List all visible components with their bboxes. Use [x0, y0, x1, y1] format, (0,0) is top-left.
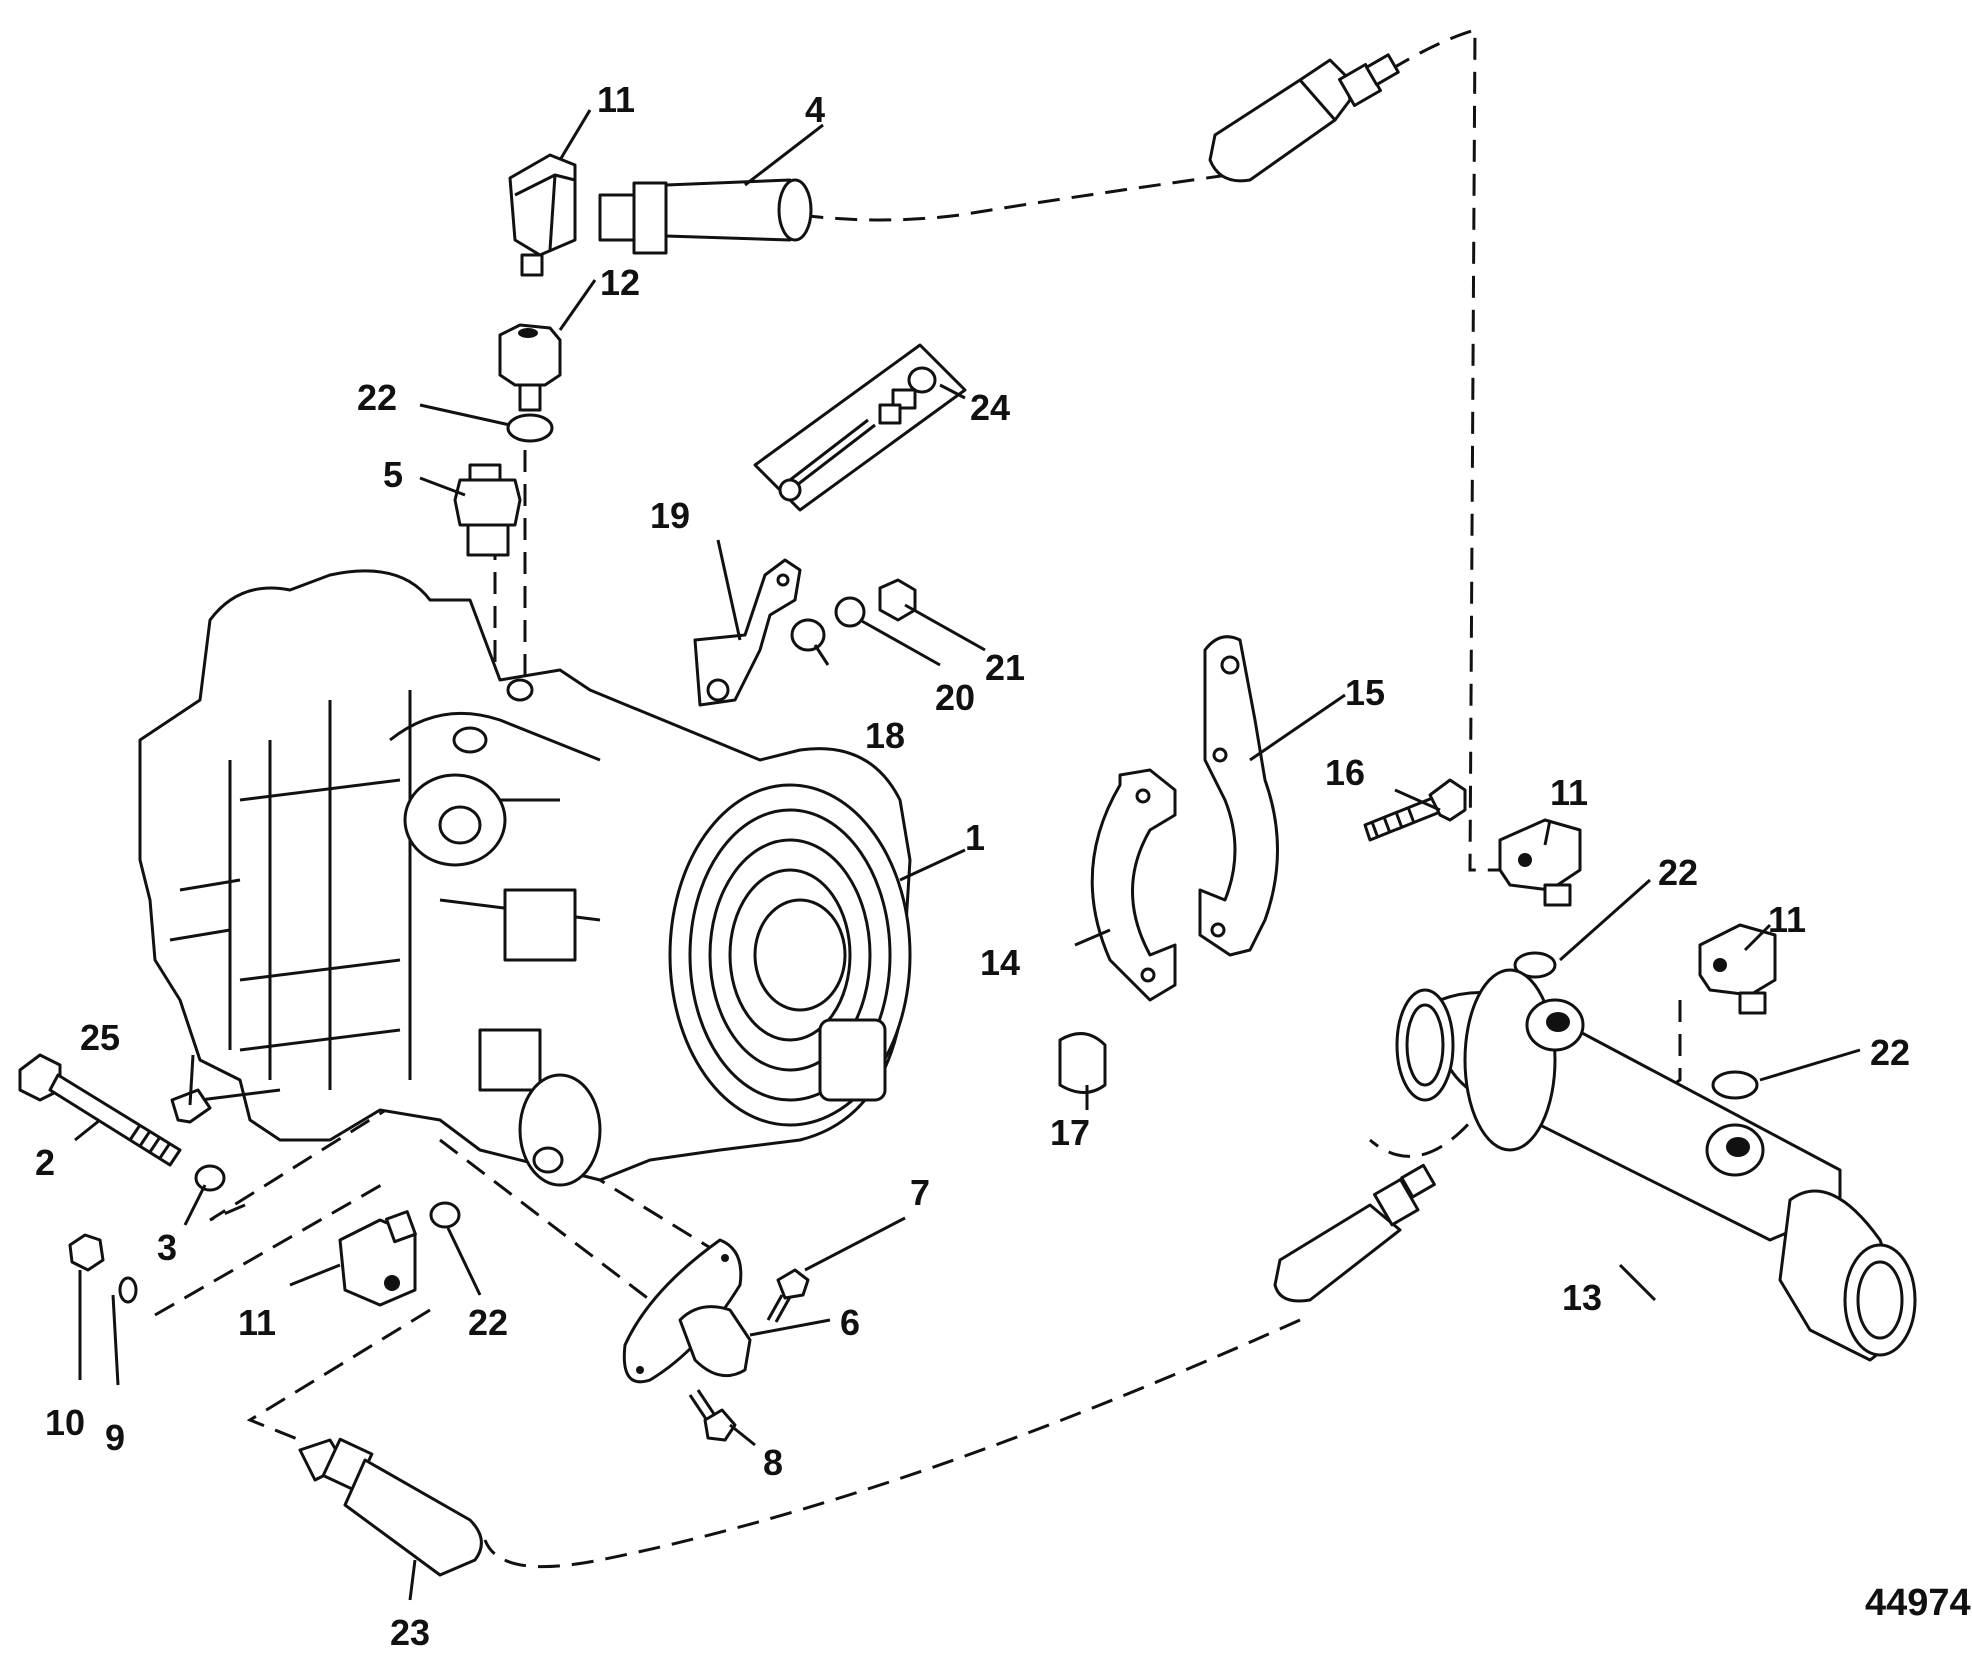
callout-22-right-1: 22 — [1658, 852, 1698, 893]
callout-labels: 11 4 12 22 5 24 19 21 20 18 15 16 1 14 1… — [35, 79, 1910, 1653]
sealing-washer-22-right-2 — [1711, 1070, 1759, 1100]
hose-fitting-4 — [598, 178, 813, 255]
callout-11-right-1: 11 — [1550, 772, 1588, 813]
callout-11-right-2: 11 — [1768, 899, 1806, 940]
hose-fitting-23 — [298, 1437, 483, 1577]
callout-1: 1 — [965, 817, 985, 858]
callout-19: 18 — [865, 715, 905, 756]
cover-plate-6 — [622, 1238, 752, 1384]
screw-8 — [688, 1389, 737, 1442]
callout-22-right-2: 22 — [1870, 1032, 1910, 1073]
elbow-fitting-right-1 — [1498, 818, 1582, 907]
callout-22-top: 22 — [357, 377, 397, 418]
callout-17: 17 — [1050, 1112, 1090, 1153]
hex-nut-10 — [68, 1233, 105, 1272]
lock-washer-9 — [118, 1276, 138, 1304]
linkage-kit-24 — [753, 343, 967, 512]
callout-3: 3 — [157, 1227, 177, 1268]
temperature-sender-5 — [453, 463, 522, 557]
callout-8: 8 — [763, 1442, 783, 1483]
mounting-clamp-14 — [1090, 768, 1177, 1002]
callout-15: 15 — [1345, 672, 1385, 713]
water-manifold-13 — [1395, 968, 1917, 1362]
callout-20: 20 — [935, 677, 975, 718]
hex-bolt-2 — [18, 1053, 182, 1167]
flat-washer-3 — [194, 1164, 226, 1192]
hex-nut-21 — [878, 578, 917, 622]
callout-11-top: 11 — [597, 79, 635, 120]
callout-14: 14 — [980, 942, 1020, 983]
callout-7: 7 — [910, 1172, 930, 1213]
adapter-fitting-12 — [498, 323, 562, 412]
shift-bracket-18 — [693, 558, 802, 707]
callout-22-lower: 22 — [468, 1302, 508, 1343]
lock-washer-20 — [834, 596, 866, 628]
elbow-fitting-lower — [338, 1210, 417, 1307]
hex-bolt-16 — [1363, 778, 1467, 842]
callout-4: 4 — [805, 89, 825, 130]
sealing-washer-22-top — [506, 413, 554, 443]
callout-13: 13 — [1562, 1277, 1602, 1318]
callout-6: 6 — [840, 1302, 860, 1343]
elbow-fitting-right-2 — [1698, 923, 1777, 1015]
callout-23: 23 — [390, 1612, 430, 1653]
sealing-washer-22-right-1 — [1513, 951, 1557, 979]
callout-5: 5 — [383, 454, 403, 495]
callout-10: 10 — [45, 1402, 85, 1443]
pipe-plug-25 — [170, 1088, 212, 1124]
callout-21: 21 — [985, 647, 1025, 688]
flat-washer-19 — [790, 618, 826, 652]
callout-2: 2 — [35, 1142, 55, 1183]
hose-fitting-upper-right — [1208, 53, 1400, 183]
callout-11-lower: 11 — [238, 1302, 276, 1343]
transmission-housing — [138, 569, 912, 1187]
callout-24: 24 — [970, 387, 1010, 428]
callout-9: 9 — [105, 1417, 125, 1458]
figure-number: 44974 — [1865, 1582, 1971, 1624]
mounting-clamp-15 — [1198, 635, 1279, 957]
hex-nut-17 — [1058, 1032, 1107, 1094]
callout-16: 16 — [1325, 752, 1365, 793]
hose-fitting-lower-right — [1273, 1163, 1436, 1303]
sealing-washer-22-lower — [429, 1201, 461, 1229]
callout-25: 25 — [80, 1017, 120, 1058]
callout-18: 19 — [650, 495, 690, 536]
elbow-fitting-top — [508, 153, 577, 277]
screw-7 — [766, 1268, 810, 1323]
callout-12: 12 — [600, 262, 640, 303]
leader-lines — [74, 109, 1861, 1601]
